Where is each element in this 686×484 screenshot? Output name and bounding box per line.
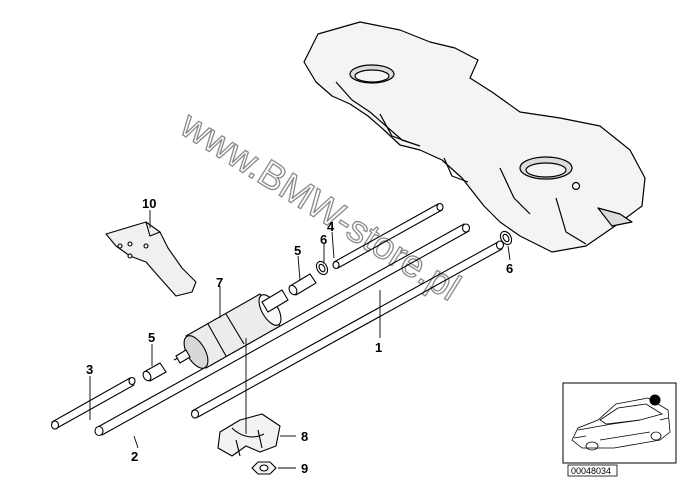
hose-5-upper[interactable] xyxy=(287,273,317,296)
bracket-10[interactable] xyxy=(105,221,197,297)
pipe-3[interactable] xyxy=(50,376,136,430)
label-part-5-upper: 5 xyxy=(294,243,301,258)
fuel-filter-7[interactable] xyxy=(173,289,289,372)
label-part-8: 8 xyxy=(301,429,308,444)
label-part-7: 7 xyxy=(216,275,223,290)
hex-nut-9[interactable] xyxy=(251,461,277,475)
label-part-4: 4 xyxy=(327,219,335,234)
reference-code: 00048034 xyxy=(571,466,611,476)
label-part-3: 3 xyxy=(86,362,93,377)
pipe-1[interactable] xyxy=(190,240,505,419)
label-part-2: 2 xyxy=(131,449,138,464)
hose-clamp-6-right[interactable] xyxy=(498,229,514,246)
label-part-10: 10 xyxy=(142,196,156,211)
filter-holder-8[interactable] xyxy=(217,413,281,457)
fuel-tank[interactable] xyxy=(303,21,646,253)
label-part-6-left: 6 xyxy=(320,232,327,247)
vehicle-thumbnail[interactable]: 00048034 xyxy=(562,382,677,477)
label-part-9: 9 xyxy=(301,461,308,476)
car-outline-icon xyxy=(571,397,671,451)
pipe-4[interactable] xyxy=(332,202,444,270)
label-part-6-right: 6 xyxy=(506,261,513,276)
hose-5-lower[interactable] xyxy=(141,362,167,382)
label-part-1: 1 xyxy=(375,340,382,355)
hose-clamp-6-left[interactable] xyxy=(314,259,330,276)
leader-lines xyxy=(89,210,511,469)
location-marker-icon xyxy=(649,394,661,406)
label-part-5-lower: 5 xyxy=(148,330,155,345)
